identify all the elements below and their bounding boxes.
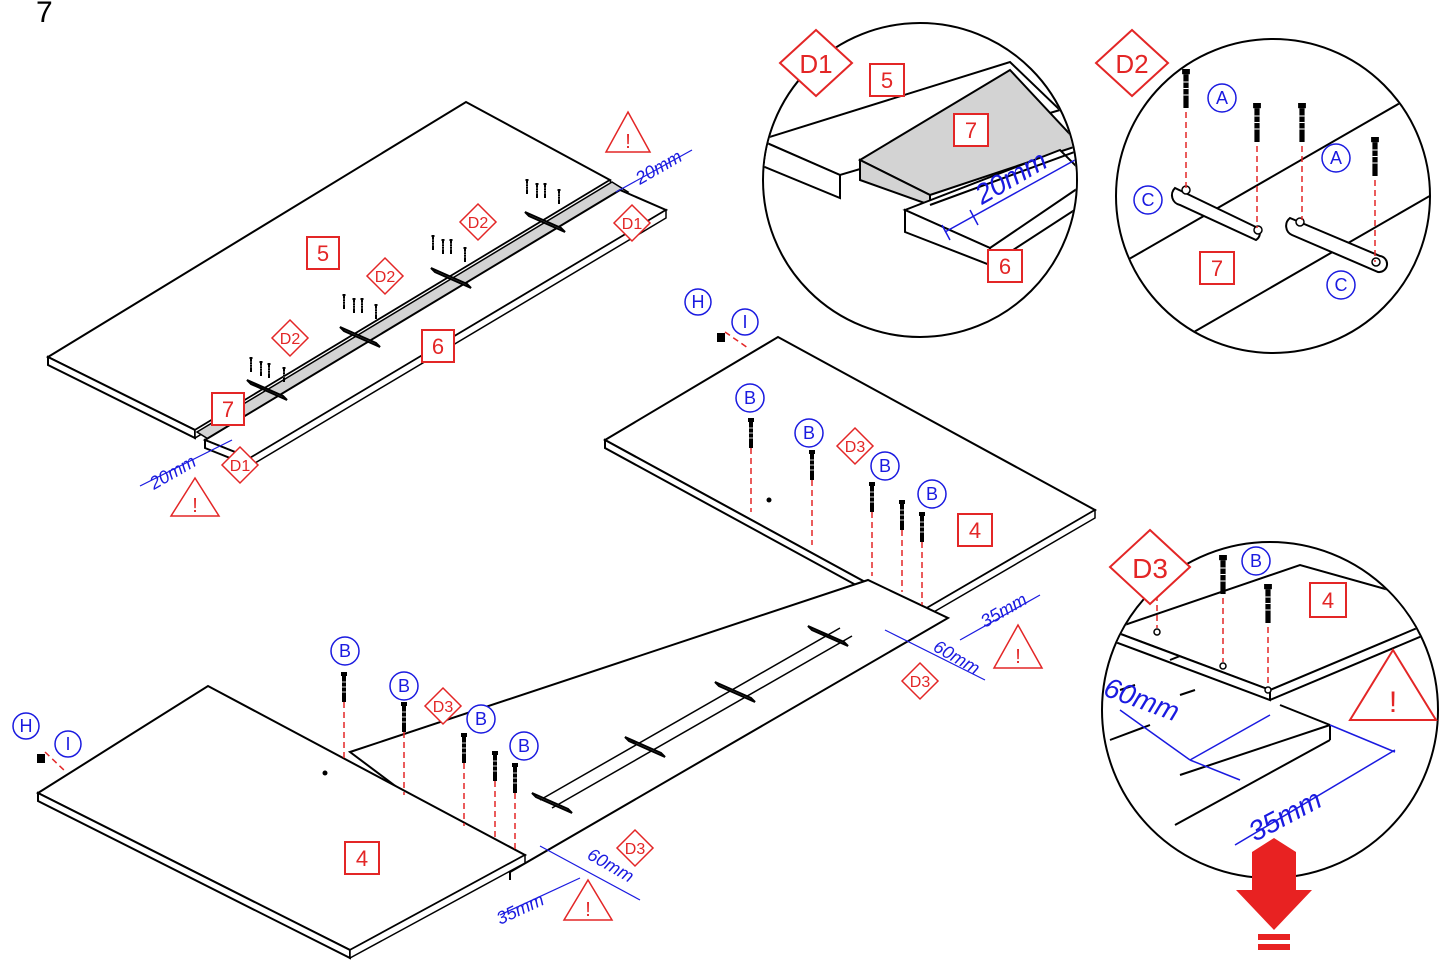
warning-top	[604, 110, 652, 153]
hardware-i-label-right: I	[742, 312, 747, 332]
d2-hardware-a-callout-2	[1321, 143, 1351, 173]
d2-marker-3-label: D2	[468, 215, 489, 232]
d3-part-4-label: 4	[1322, 588, 1334, 613]
part-4-label-upper: 4	[969, 518, 981, 543]
part-4-box-lower	[344, 841, 380, 875]
part-7-label: 7	[222, 397, 234, 422]
d1-marker-top	[612, 203, 652, 243]
detail-d2-badge	[1094, 28, 1170, 98]
warning-bottom-label: !	[585, 899, 591, 921]
d2-hardware-a-label-2: A	[1330, 148, 1342, 168]
d1-part-6-label: 6	[999, 254, 1011, 279]
d2-hardware-a-label-1: A	[1216, 88, 1228, 108]
hardware-b-label-4: B	[926, 484, 938, 504]
hardware-b-label-5: B	[339, 641, 351, 661]
hardware-i-callout-left	[54, 730, 82, 758]
d2-part-7-box	[1199, 251, 1235, 285]
d1-marker-top-label: D1	[622, 216, 643, 233]
dim-35mm-lower: 35mm	[493, 889, 547, 928]
part-6-label: 6	[432, 334, 444, 359]
part-5-label: 5	[317, 241, 329, 266]
part-4-label-lower: 4	[356, 846, 368, 871]
detail-d3-badge-label: D3	[1132, 553, 1168, 584]
warning-top-label: !	[625, 131, 631, 153]
detail-d1-badge	[778, 28, 854, 98]
d2-hardware-a-callout-1	[1207, 83, 1237, 113]
detail-d1-badge-label: D1	[799, 49, 832, 79]
step-number: 7	[36, 0, 53, 29]
hardware-b-callout-2	[794, 418, 824, 448]
detail-d3-circle	[1101, 541, 1439, 950]
part-7-box	[211, 392, 245, 426]
d3-marker-2-label: D3	[845, 439, 866, 456]
d3-marker-1-label: D3	[433, 699, 454, 716]
d2-hardware-c-callout-1	[1133, 185, 1163, 215]
d2-hardware-c-label-1: C	[1142, 190, 1155, 210]
warning-left	[169, 476, 221, 517]
d3-marker-4	[900, 661, 940, 701]
hardware-b-callout-4	[917, 479, 947, 509]
part-6-box	[421, 329, 455, 363]
d2-marker-1-label: D2	[280, 331, 301, 348]
d2-part-7-label: 7	[1211, 256, 1223, 281]
hardware-b-callout-7	[466, 704, 496, 734]
detail-d2-circle	[1115, 38, 1431, 354]
hardware-b-label-6: B	[398, 676, 410, 696]
d3-part-4-box	[1309, 582, 1347, 618]
hardware-b-callout-5	[330, 636, 360, 666]
d3-marker-4-label: D3	[910, 674, 931, 691]
d3-marker-1	[423, 686, 463, 726]
hardware-h-callout-right	[684, 288, 712, 316]
warning-right-label: !	[1015, 646, 1021, 668]
dim-35mm-upper: 35mm	[977, 589, 1030, 631]
hardware-b-label-7: B	[475, 709, 487, 729]
hardware-b-label-1: B	[744, 388, 756, 408]
d3-hardware-b-label: B	[1250, 551, 1262, 571]
d3-marker-2	[835, 426, 875, 466]
d2-hardware-c-label-2: C	[1335, 275, 1348, 295]
d3-hardware-b-callout	[1241, 546, 1271, 576]
d2-marker-3	[458, 202, 498, 242]
d1-part-5-box	[869, 63, 905, 97]
part-5-box	[306, 236, 340, 270]
arrow-up-icon	[1236, 838, 1312, 930]
d3-marker-3-label: D3	[625, 841, 646, 858]
hardware-h-label-right: H	[692, 292, 705, 312]
d1-part-5-label: 5	[881, 68, 893, 93]
lower-assembly	[35, 331, 1098, 960]
upper-assembly	[45, 100, 693, 487]
part-4-box-upper	[957, 513, 993, 547]
hardware-b-label-8: B	[518, 736, 530, 756]
hardware-b-label-3: B	[879, 456, 891, 476]
warning-bottom	[562, 878, 614, 921]
d1-part-7-label: 7	[965, 118, 977, 143]
detail-d3-badge	[1108, 528, 1192, 606]
d1-part-6-box	[987, 249, 1023, 283]
d2-marker-2	[365, 256, 405, 296]
hardware-b-callout-3	[870, 451, 900, 481]
hardware-i-label-left: I	[65, 734, 70, 754]
d2-marker-1	[270, 318, 310, 358]
warning-left-label: !	[192, 495, 198, 517]
d3-marker-3	[615, 828, 655, 868]
d1-marker-bottom-label: D1	[230, 458, 251, 475]
hardware-b-callout-6	[389, 671, 419, 701]
hardware-h-label-left: H	[20, 716, 33, 736]
d3-warning-label: !	[1389, 686, 1397, 719]
warning-right	[992, 623, 1044, 669]
detail-d2-badge-label: D2	[1115, 49, 1148, 79]
d2-marker-2-label: D2	[375, 269, 396, 286]
hardware-i-callout-right	[731, 308, 759, 336]
hardware-b-label-2: B	[803, 423, 815, 443]
hardware-b-callout-8	[509, 731, 539, 761]
hardware-b-callout-1	[735, 383, 765, 413]
d3-warning	[1348, 648, 1438, 721]
d2-hardware-c-callout-2	[1326, 270, 1356, 300]
dim-60mm-upper: 60mm	[930, 636, 983, 678]
hardware-h-callout-left	[12, 712, 40, 740]
d1-marker-bottom	[220, 445, 260, 485]
d1-part-7-box	[953, 113, 989, 147]
